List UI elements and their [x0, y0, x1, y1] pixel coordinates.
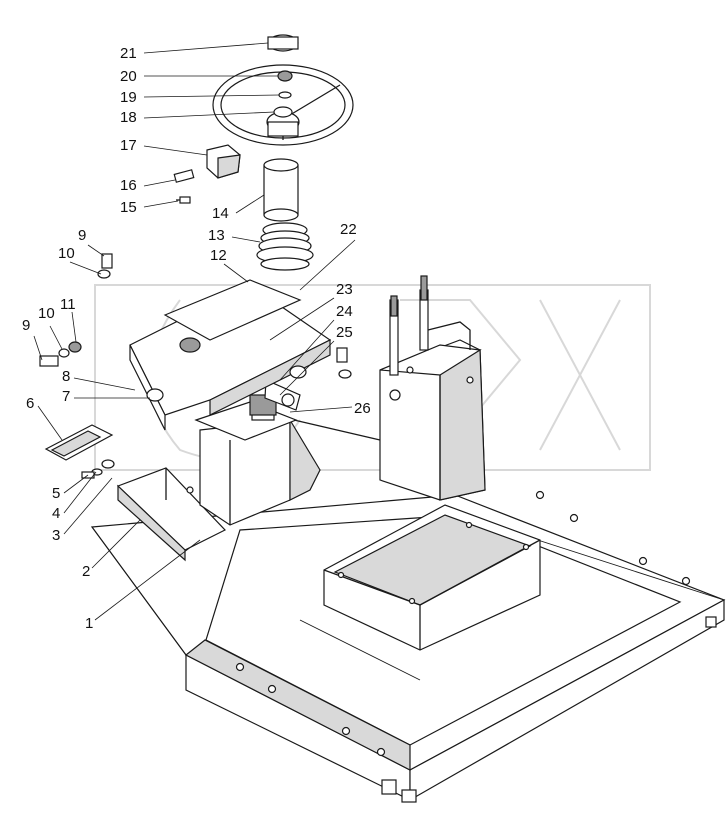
callout-leader-18: [143, 111, 275, 119]
callout-leader-15: [143, 200, 179, 208]
callout-label-6: 6: [26, 395, 34, 412]
callout-leader-23: [269, 297, 335, 341]
callout-label-7: 7: [62, 388, 70, 405]
callout-leader-10: [69, 261, 102, 275]
callout-label-23: 23: [336, 281, 353, 298]
callout-label-8: 8: [62, 368, 70, 385]
callout-label-10: 10: [38, 305, 55, 322]
bellows-boot: [256, 222, 314, 271]
callout-label-25: 25: [336, 324, 353, 341]
callout-label-2: 2: [82, 563, 90, 580]
callout-leader-9: [87, 244, 105, 257]
callout-label-9: 9: [22, 317, 30, 334]
callout-leader-22: [299, 239, 356, 291]
callout-leader-26: [289, 406, 353, 413]
lever-control-unit: [379, 275, 486, 501]
callout-leader-3: [63, 477, 113, 535]
callout-label-19: 19: [120, 89, 137, 106]
callout-leader-25: [279, 340, 335, 396]
callout-leader-24: [279, 319, 335, 381]
callout-label-14: 14: [212, 205, 229, 222]
callout-leader-11: [71, 311, 77, 343]
callout-label-11: 11: [60, 296, 76, 313]
callout-leader-17: [143, 145, 208, 156]
callout-leader-6: [37, 405, 63, 441]
bracket-hardware: [173, 144, 241, 204]
callout-label-21: 21: [120, 45, 137, 62]
callout-leader-12: [223, 263, 249, 283]
callout-label-10: 10: [58, 245, 75, 262]
callout-label-1: 1: [85, 615, 93, 632]
left-hardware: [39, 253, 115, 479]
callout-leader-9: [33, 335, 43, 361]
callout-label-16: 16: [120, 177, 137, 194]
callout-leader-1: [94, 539, 201, 621]
callout-label-18: 18: [120, 109, 137, 126]
callout-leader-8: [73, 377, 136, 391]
callout-leader-13: [231, 236, 261, 243]
callout-leader-19: [143, 94, 280, 98]
callout-leader-4: [63, 471, 97, 514]
callout-label-9: 9: [78, 227, 86, 244]
callout-leader-16: [143, 179, 176, 187]
steering-wheel: [212, 34, 354, 146]
callout-label-13: 13: [208, 227, 225, 244]
callout-label-20: 20: [120, 68, 137, 85]
floor-wedge: [116, 467, 226, 562]
callout-label-5: 5: [52, 485, 60, 502]
battery-tray: [323, 504, 541, 651]
callout-leader-14: [235, 194, 265, 214]
column-sleeve: [263, 158, 299, 222]
column-cover: [129, 279, 332, 431]
callout-leader-10: [49, 325, 63, 350]
callout-label-15: 15: [120, 199, 137, 216]
callout-label-22: 22: [340, 221, 357, 238]
callout-label-3: 3: [52, 527, 60, 544]
callout-label-4: 4: [52, 505, 60, 522]
callout-leader-5: [63, 474, 89, 494]
callout-label-17: 17: [120, 137, 137, 154]
callout-leader-2: [91, 519, 141, 569]
right-hardware: [293, 347, 381, 441]
callout-label-26: 26: [354, 400, 371, 417]
callout-label-24: 24: [336, 303, 353, 320]
callout-label-12: 12: [210, 247, 227, 264]
callout-leader-21: [143, 42, 269, 54]
